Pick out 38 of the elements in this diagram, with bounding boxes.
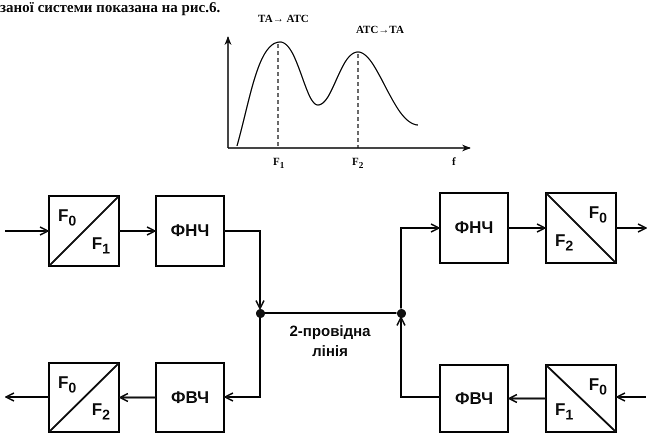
frequency-label: F$_{0}$ xyxy=(58,207,76,229)
filter-box: ФНЧ xyxy=(155,195,225,267)
axis-label: f xyxy=(452,156,456,168)
arrow xyxy=(616,392,646,402)
arrow xyxy=(509,223,546,233)
line xyxy=(264,312,396,314)
arrow xyxy=(396,316,439,398)
axis-tick-label: F$_{2}$ xyxy=(352,156,364,170)
converter-box xyxy=(48,362,120,433)
converter-box xyxy=(545,364,617,433)
filter-box: ФВЧ xyxy=(439,364,509,433)
arrow xyxy=(5,226,49,236)
peak-label: ТА→ АТС xyxy=(258,13,309,26)
arrow xyxy=(224,318,261,402)
body-text: заної системи показана на рис.6. xyxy=(0,0,220,16)
frequency-label: F$_{0}$ xyxy=(588,376,607,398)
filter-box: ФНЧ xyxy=(439,192,509,264)
arrow xyxy=(5,392,48,402)
converter-box xyxy=(48,195,120,267)
frequency-label: F$_{2}$ xyxy=(92,401,110,423)
arrow xyxy=(508,394,545,404)
arrow xyxy=(400,223,440,308)
junction-dot xyxy=(256,308,264,318)
filter-box: ФВЧ xyxy=(155,362,225,433)
edge-label: 2-провідна лінія xyxy=(288,322,372,362)
converter-box xyxy=(545,192,617,264)
arrow xyxy=(120,226,156,236)
junction-dot xyxy=(396,308,406,318)
frequency-label: F$_{0}$ xyxy=(588,204,607,226)
frequency-label: F$_{0}$ xyxy=(58,374,76,396)
peak-label: АТС→ТА xyxy=(356,24,404,36)
arrow xyxy=(617,223,647,233)
frequency-label: F$_{2}$ xyxy=(555,232,574,254)
frequency-label: F$_{1}$ xyxy=(92,235,110,257)
frequency-label: F$_{1}$ xyxy=(555,401,574,423)
axis-tick-label: F$_{1}$ xyxy=(273,156,284,170)
arrow xyxy=(225,230,265,310)
arrow xyxy=(119,392,155,402)
